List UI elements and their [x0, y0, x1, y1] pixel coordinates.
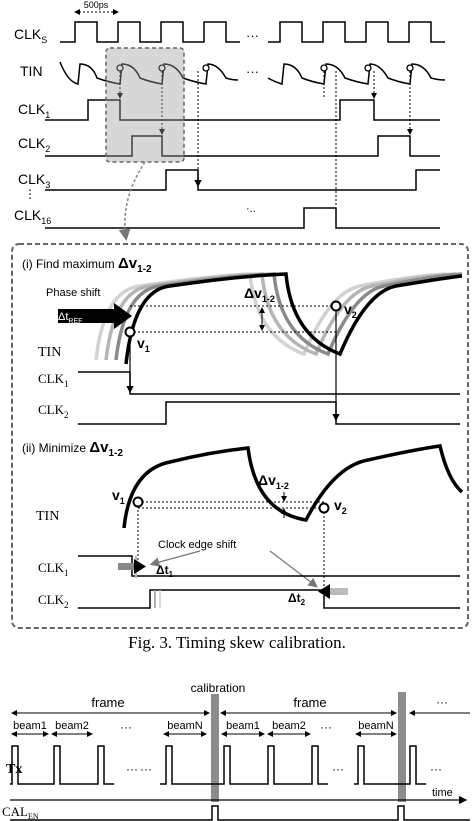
phase-shifted-traces: [94, 272, 463, 361]
zoom-highlight-box: [105, 47, 185, 163]
clk3-label: CLK3: [18, 171, 50, 190]
clks-ellipsis: ···: [246, 28, 259, 43]
tin-label: TIN: [20, 63, 43, 79]
calibration-label: calibration: [191, 681, 246, 695]
frame-label-2: frame: [293, 695, 326, 710]
v2-point-2: [318, 502, 330, 514]
clock-edge-shift-label: Clock edge shift: [158, 539, 236, 551]
frame-label-1: frame: [91, 695, 124, 710]
dt2-label: Δt2: [288, 591, 306, 607]
beam-label-5: beam2: [272, 720, 306, 732]
dt1-arrow-head: [134, 559, 146, 574]
tin-minimized-trace: [122, 444, 464, 529]
beam-label-2: beam2: [55, 720, 89, 732]
cal-en-waveform: [10, 805, 470, 821]
clk1-detail-label: CLK1: [38, 371, 69, 389]
clk2-detail-label-2: CLK2: [38, 592, 69, 610]
figure-caption: Fig. 3. Timing skew calibration.: [128, 633, 346, 652]
tx-ellipsis-1b: ···: [140, 762, 152, 776]
period-label: 500ps: [84, 0, 109, 10]
dt2-arrow-head: [318, 584, 330, 599]
beam-label-1: beam1: [13, 720, 47, 732]
clk2-detail-waveform: [78, 401, 460, 425]
tin-detail-label-2: TIN: [36, 509, 59, 524]
tx-pulses-2: [160, 745, 328, 785]
tin-ellipsis: ···: [246, 64, 259, 79]
sample-connectors: [117, 71, 413, 206]
frame-timing-diagram: calibration frame frame ··· beam1 beam2 …: [2, 681, 470, 821]
dv-label-2: Δv1-2: [258, 472, 289, 491]
clk2-label: CLK2: [18, 135, 50, 154]
v1-point-2: [132, 496, 144, 508]
clk2-detail-waveform-2: [78, 589, 460, 609]
vertical-ellipsis: ⋮: [24, 187, 36, 201]
clk1-detail-waveform: [78, 371, 460, 395]
time-axis-label: time: [432, 787, 453, 799]
top-timing-diagram: 500ps CLKS TIN CLK1 CLK2 CLK3 ⋮ CLK16 ··…: [14, 0, 446, 241]
beam-label-3: beamN: [167, 720, 203, 732]
tx-label: Tx: [6, 762, 22, 777]
v2-point: [330, 300, 342, 312]
clk1-waveform: [45, 99, 440, 121]
beam-label-4: beam1: [226, 720, 260, 732]
tx-ellipsis-1: ···: [126, 762, 138, 776]
v2-label: v2: [344, 301, 357, 320]
v1-label-2: v1: [112, 487, 125, 506]
frame-continues: ···: [436, 695, 448, 709]
v1-point: [124, 326, 136, 338]
dv-label-1: Δv1-2: [244, 285, 275, 304]
beam-ellipsis-2: ···: [320, 720, 332, 734]
section1-title: (i) Find maximum Δv1-2: [22, 255, 152, 275]
dt-ref-label: ΔtREF: [58, 311, 82, 325]
clk16-label: CLK16: [14, 207, 51, 226]
clk2-detail-label: CLK2: [38, 402, 69, 420]
edge-shift-pointer-1: [149, 550, 201, 567]
beam-ellipsis-1: ···: [120, 720, 132, 734]
clks-waveform: [60, 21, 240, 43]
panel-border: [11, 243, 469, 629]
tin-detail-label: TIN: [38, 345, 61, 360]
calibration-bar-1: [211, 694, 219, 802]
dt1-label: Δt1: [156, 563, 174, 579]
dt1-arrow-body: [118, 563, 134, 570]
tx-pulses-3: [354, 745, 426, 785]
tin-waveform: [59, 61, 239, 85]
tx-pulses-1: [10, 745, 114, 785]
phase-shift-arrow-body: [58, 309, 116, 323]
phase-shift-arrow-head: [114, 303, 132, 329]
clk1-label: CLK1: [18, 101, 50, 120]
beam-label-6: beamN: [358, 720, 394, 732]
tin-reference-trace: [124, 272, 463, 365]
tx-ellipsis-3: ···: [430, 762, 442, 776]
clks-waveform-right: [268, 21, 445, 43]
calibration-bar-2: [398, 692, 406, 802]
clk16-waveform: [45, 207, 440, 229]
detail-panel: (i) Find maximum Δv1-2 Phase shift ΔtREF…: [11, 243, 469, 629]
clk16-ellipsis: ·..: [246, 203, 256, 215]
tin-waveform-right: [267, 63, 446, 85]
dt2-arrow-body: [330, 588, 348, 595]
clk3-waveform: [45, 169, 440, 191]
v2-label-2: v2: [334, 497, 347, 516]
clk1-detail-label-2: CLK1: [38, 560, 69, 578]
cal-en-label: CALEN: [2, 804, 39, 821]
v1-label: v1: [137, 335, 150, 354]
section2-title: (ii) Minimize Δv1-2: [22, 439, 123, 459]
edge-shift-pointer-2: [269, 550, 318, 588]
tx-ellipsis-2: ···: [332, 762, 344, 776]
phase-shift-label: Phase shift: [46, 287, 100, 299]
clk2-waveform: [45, 135, 440, 157]
zoom-link-arrow: [118, 161, 146, 241]
clks-label: CLKS: [14, 26, 47, 45]
tin-sample-points: [116, 64, 414, 72]
